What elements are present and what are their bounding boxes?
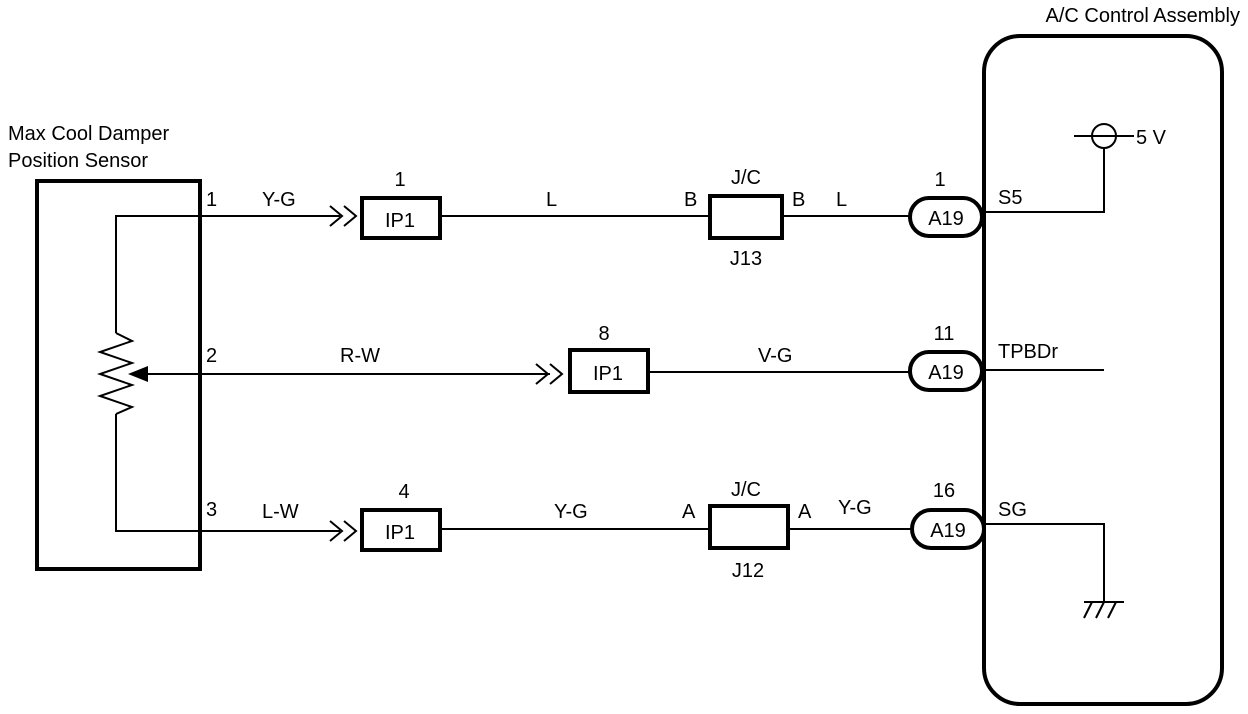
ip1-connector-2-pin: 8: [598, 323, 609, 345]
circuit-2: R-W IP1 8 V-G A19 11: [200, 323, 984, 394]
wire-2-color-out: V-G: [758, 345, 792, 367]
ip1-connector-3-pin: 4: [398, 481, 409, 503]
junction-j13: [708, 194, 784, 240]
assembly-title: A/C Control Assembly: [1045, 5, 1240, 27]
ip1-connector-1-pin: 1: [394, 169, 405, 191]
sg-internal-wire: [984, 523, 1105, 602]
wire-1-color-mid: L: [546, 189, 557, 211]
circuit-1: Y-G IP1 1 L J/C J13 B B L A19 1: [200, 167, 984, 270]
wire-3-color-sensor: L-W: [262, 501, 299, 523]
a19-connector-1-pin: 1: [934, 169, 945, 191]
potentiometer-wiper-arrow: [128, 366, 148, 382]
ip1-connector-1: [360, 196, 442, 240]
junction-j12-bottom: J12: [732, 560, 764, 582]
wire-1-color-out: L: [836, 189, 847, 211]
sensor-pin-3: 3: [206, 499, 217, 521]
terminal-s5: S5: [998, 187, 1022, 209]
connector-chevron-1b: [343, 205, 358, 227]
wire-3-color-mid: Y-G: [554, 501, 588, 523]
sensor-title-line2: Position Sensor: [8, 150, 148, 172]
a19-connector-2-pin: 11: [934, 323, 955, 345]
sensor-pin-1: 1: [206, 189, 217, 211]
max-cool-damper-position-sensor: Max Cool Damper Position Sensor 1 2 3: [8, 123, 217, 571]
connector-chevron-2b: [549, 363, 564, 385]
sensor-internal-wire-1: [115, 215, 200, 333]
sensor-title-line1: Max Cool Damper: [8, 123, 170, 145]
terminal-tpbdr: TPBDr: [998, 341, 1058, 363]
wire-1-color-sensor: Y-G: [262, 189, 296, 211]
junction-j13-left-pin: B: [684, 189, 697, 211]
sensor-internal-wire-3: [115, 414, 200, 532]
ip1-connector-3-label: IP1: [385, 522, 415, 544]
ip1-connector-1-label: IP1: [385, 210, 415, 232]
potentiometer-resistor: [96, 332, 136, 415]
ip1-connector-2-label: IP1: [593, 363, 623, 385]
wire-3-color-out: Y-G: [838, 497, 872, 519]
junction-j13-right-pin: B: [792, 189, 805, 211]
junction-j12-right-pin: A: [798, 501, 812, 523]
s5-internal-wire: [984, 148, 1105, 213]
ground-icon: [1083, 601, 1124, 619]
connector-chevron-3a: [329, 520, 344, 542]
a19-connector-2-label: A19: [928, 362, 964, 384]
a19-connector-3-label: A19: [930, 520, 966, 542]
connector-chevron-3b: [343, 520, 358, 542]
junction-j13-top: J/C: [731, 167, 761, 189]
wire-2-color-sensor: R-W: [340, 345, 380, 367]
junction-j12-top: J/C: [731, 479, 761, 501]
junction-j12: [708, 504, 790, 550]
supply-5v-label: 5 V: [1136, 127, 1167, 149]
a19-connector-1-label: A19: [928, 208, 964, 230]
circuit-3: L-W IP1 4 Y-G J/C J12 A A Y-G A19 16: [200, 479, 986, 582]
junction-j12-left-pin: A: [682, 501, 696, 523]
a19-connector-3-pin: 16: [933, 480, 955, 502]
junction-j13-bottom: J13: [730, 248, 762, 270]
connector-chevron-1a: [329, 205, 344, 227]
sensor-pin-2: 2: [206, 345, 217, 367]
ac-control-assembly: A/C Control Assembly S5 5 V TPBDr SG: [982, 5, 1240, 706]
connector-chevron-2a: [535, 363, 550, 385]
terminal-sg: SG: [998, 499, 1027, 521]
